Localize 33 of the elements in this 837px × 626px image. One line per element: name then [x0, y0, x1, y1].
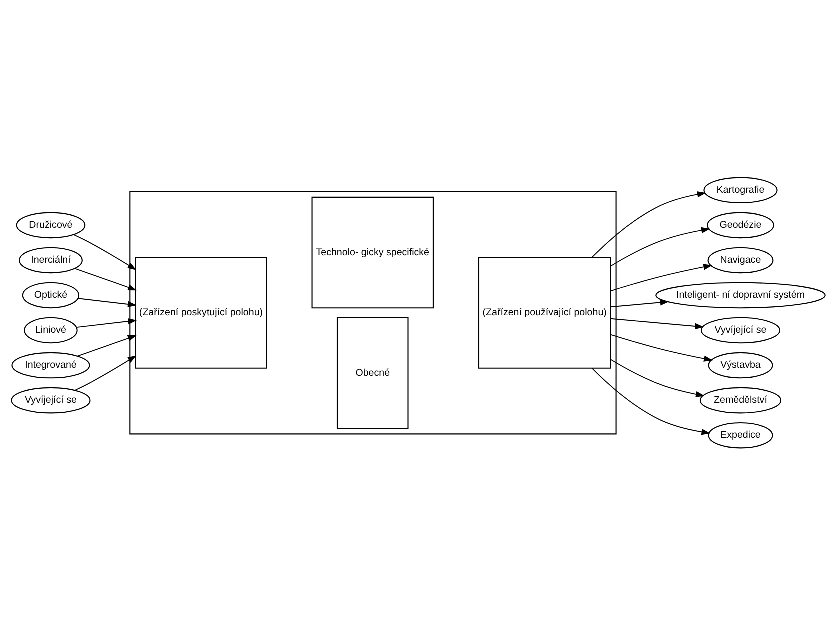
- arrow: [610, 359, 705, 398]
- arrow: [78, 336, 137, 357]
- arrow: [610, 318, 704, 330]
- arrow: [592, 192, 706, 258]
- arrow: [74, 356, 137, 391]
- node-ellipse: Navigace: [708, 247, 774, 274]
- arrow: [610, 300, 670, 308]
- node-ellipse: Výstavba: [708, 352, 774, 379]
- arrow: [74, 268, 137, 291]
- node-ellipse: Geodézie: [707, 212, 774, 239]
- arrow: [73, 234, 137, 270]
- node-ellipse: Družicové: [16, 212, 86, 239]
- arrow: [610, 264, 713, 292]
- node-ellipse: Inteligent- ní dopravní systém: [656, 282, 826, 309]
- arrow: [610, 334, 713, 362]
- arrow: [592, 368, 711, 436]
- node-ellipse: Kartografie: [704, 177, 778, 204]
- node-ellipse: Integrované: [12, 352, 90, 379]
- node-box: (Zařízení používající polohu): [478, 257, 612, 369]
- cluster: [130, 191, 617, 435]
- node-ellipse: Liniové: [24, 317, 78, 344]
- node-box: Technolo- gicky specifické: [312, 196, 434, 309]
- node-ellipse: Vyvíjející se: [11, 387, 91, 414]
- node-ellipse: Expedice: [708, 422, 774, 449]
- node-ellipse: Vyvíjející se: [700, 317, 781, 344]
- node-box: (Zařízení poskytující polohu): [135, 257, 268, 369]
- arrow: [610, 227, 710, 267]
- arrow: [76, 318, 138, 328]
- node-ellipse: Zemědělství: [700, 387, 782, 414]
- arrow: [78, 298, 137, 308]
- node-ellipse: Inerciální: [19, 247, 83, 274]
- node-ellipse: Optické: [22, 282, 80, 309]
- node-box: Obecné: [336, 317, 409, 430]
